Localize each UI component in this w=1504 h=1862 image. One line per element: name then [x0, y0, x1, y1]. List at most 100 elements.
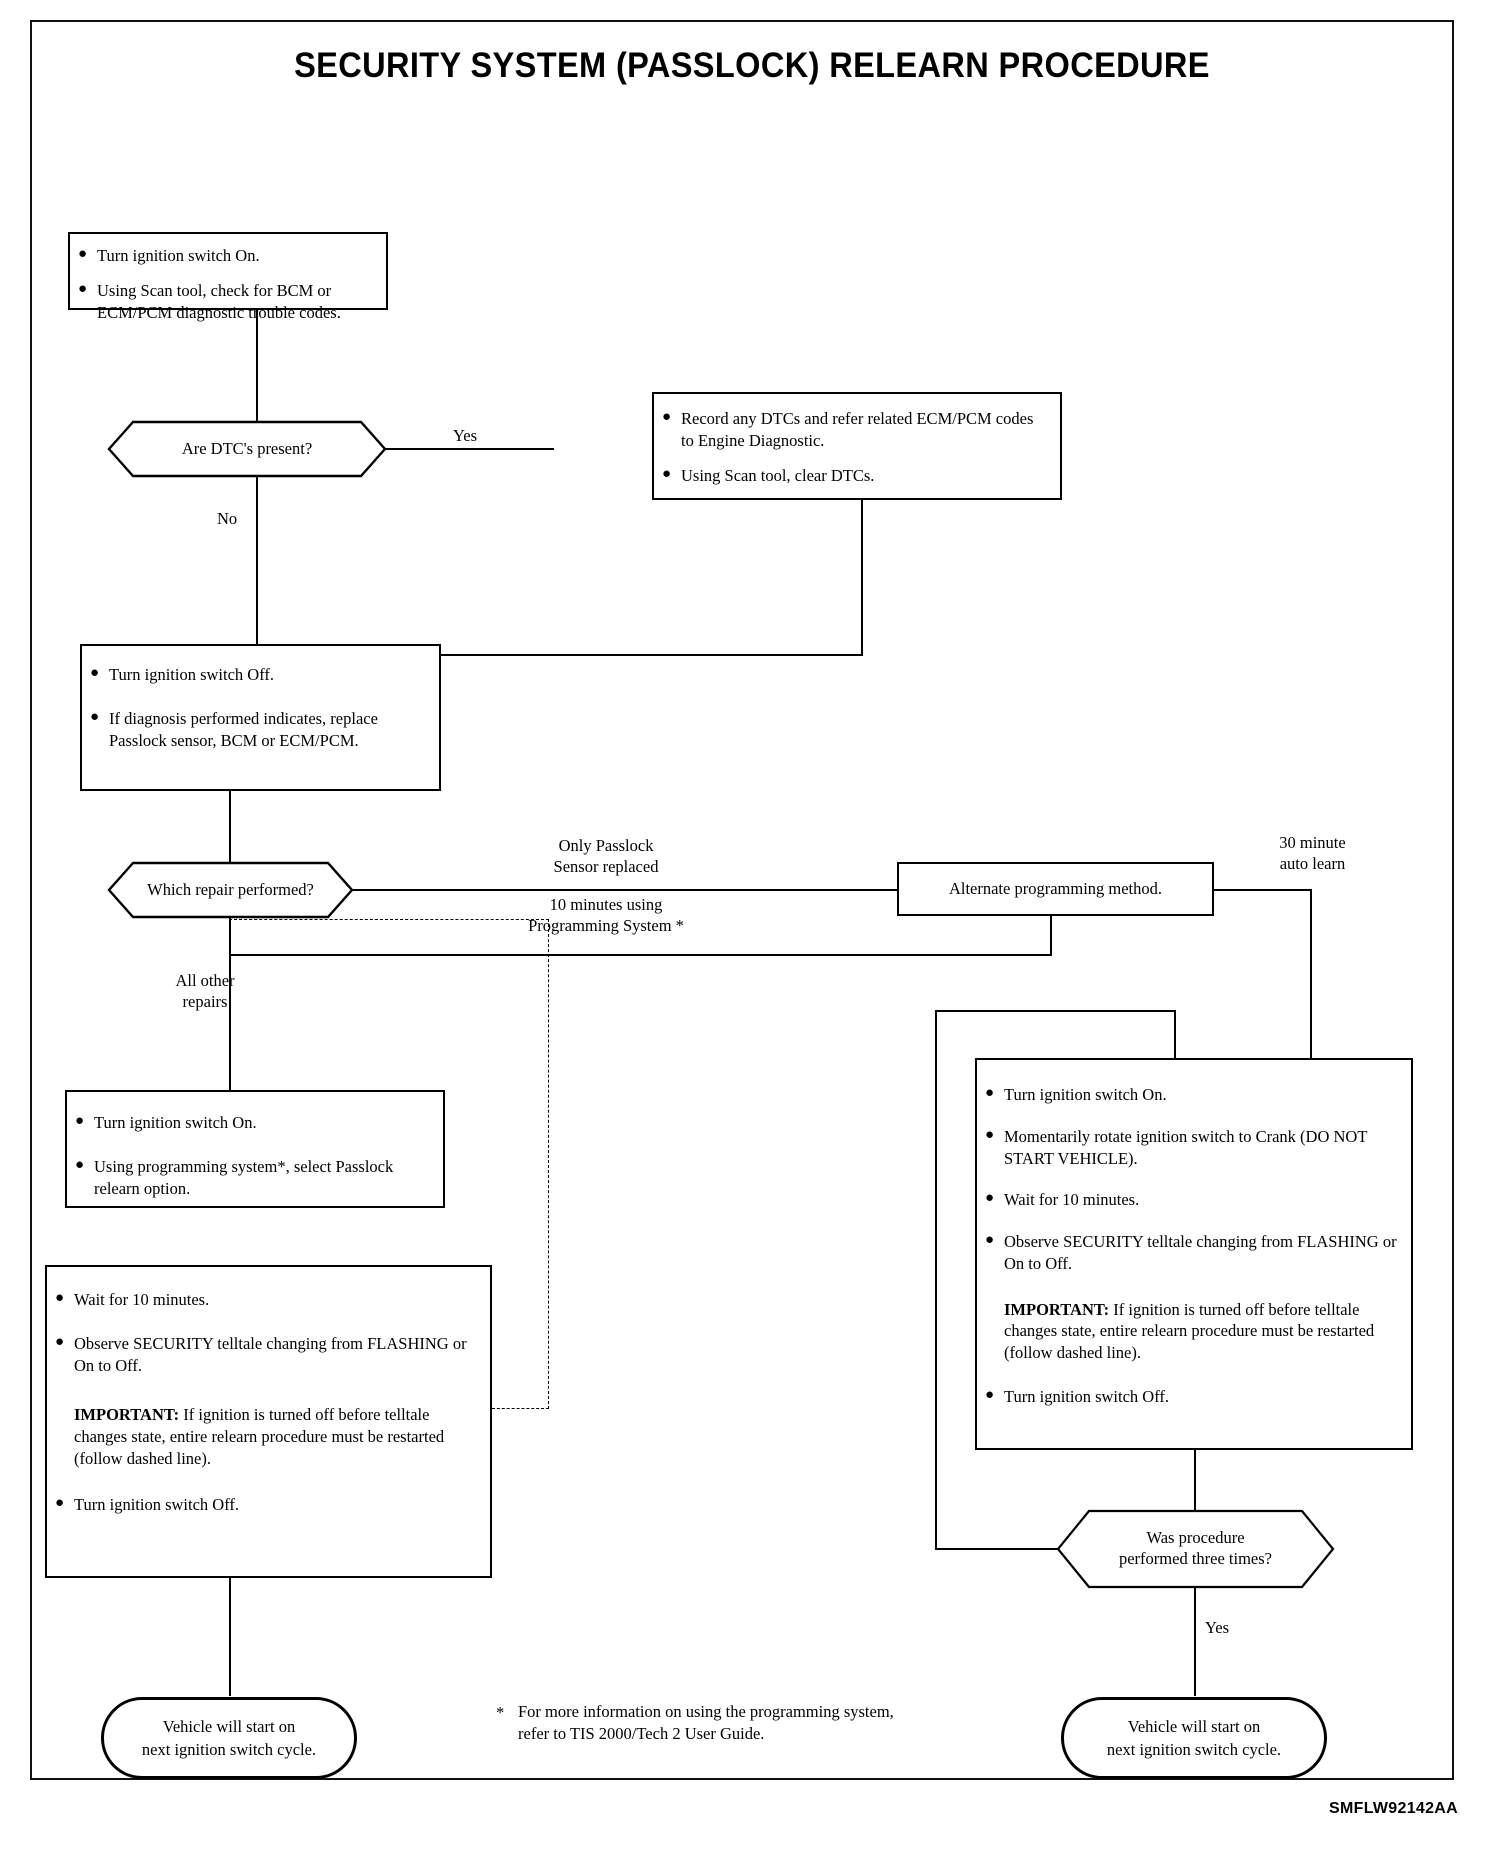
connector-record-left: [256, 654, 863, 656]
list-item: ●Turn ignition switch On.: [78, 246, 260, 265]
list-item: ●Using Scan tool, check for BCM or ECM/P…: [78, 280, 341, 322]
connector-crank-to-three-times: [1194, 1450, 1196, 1510]
three-times-line2: performed three times?: [1118, 1549, 1272, 1568]
hexagon-shape: [107, 420, 387, 478]
node-right-crank: ●Turn ignition switch On. ●Momentarily r…: [975, 1058, 1413, 1450]
node-alternate-method: Alternate programming method.: [897, 862, 1214, 916]
important-note: IMPORTANT: If ignition is turned off bef…: [977, 1299, 1397, 1364]
edge-label-all-other: All other repairs: [140, 970, 270, 1013]
node-end-right: Vehicle will start on next ignition swit…: [1061, 1697, 1327, 1779]
bullet-icon: ●: [78, 246, 88, 262]
three-times-label: Was procedure performed three times?: [1057, 1510, 1334, 1588]
connector-left-wait-to-end: [229, 1578, 231, 1696]
end-right-line1: Vehicle will start on: [1127, 1716, 1261, 1736]
end-left-line1: Vehicle will start on: [162, 1716, 296, 1736]
list-item: ●If diagnosis performed indicates, repla…: [90, 708, 378, 750]
connector-ten-minutes-h: [229, 954, 1051, 956]
figure-code: SMFLW92142AA: [1329, 1800, 1458, 1817]
list-item: ●Turn ignition switch Off.: [90, 665, 275, 684]
list-item: ●Turn ignition switch Off.: [55, 1494, 240, 1514]
edge-label-line1: All other: [175, 971, 235, 990]
bullet-icon: ●: [985, 1190, 995, 1207]
list-item: ●Wait for 10 minutes.: [55, 1290, 210, 1309]
edge-label-line2: Sensor replaced: [553, 857, 659, 877]
edge-label-ten-minutes: 10 minutes using Programming System *: [466, 894, 746, 937]
list-item: ●Record any DTCs and refer related ECM/P…: [662, 409, 1034, 450]
ignition-off-bullets: ●Turn ignition switch Off. ●If diagnosis…: [82, 664, 429, 751]
connector-three-times-no-h: [935, 1548, 1059, 1550]
bullet-icon: ●: [985, 1232, 995, 1249]
node-three-times-decision: Was procedure performed three times?: [1056, 1509, 1335, 1589]
list-item: ●Using programming system*, select Passl…: [75, 1156, 394, 1198]
bullet-icon: ●: [90, 665, 100, 681]
bullet-icon: ●: [90, 708, 100, 725]
bullet-icon: ●: [662, 409, 672, 425]
record-dtcs-bullets: ●Record any DTCs and refer related ECM/P…: [654, 408, 1050, 486]
edge-label-dtc-yes: Yes: [452, 426, 477, 445]
connector-dtc-yes: [386, 448, 554, 450]
footnote: * For more information on using the prog…: [496, 1701, 1056, 1746]
list-item: ●Wait for 10 minutes.: [985, 1190, 1140, 1210]
dtc-decision-label: Are DTC's present?: [181, 438, 313, 458]
bullet-icon: ●: [55, 1333, 65, 1350]
programming-select-bullets: ●Turn ignition switch On. ●Using program…: [67, 1112, 431, 1199]
bullet-icon: ●: [75, 1156, 85, 1173]
edge-label-three-times-yes: Yes: [1205, 1618, 1230, 1637]
connector-thirty-minute-v: [1310, 889, 1312, 1058]
connector-three-times-no-top: [935, 1010, 1175, 1012]
dashed-restart-bottom: [492, 1408, 549, 1409]
dashed-restart-top: [229, 919, 549, 920]
list-item: ●Momentarily rotate ignition switch to C…: [985, 1126, 1368, 1168]
connector-three-times-no-v: [935, 1010, 937, 1550]
end-left-line2: next ignition switch cycle.: [141, 1740, 317, 1759]
end-left-text: Vehicle will start on next ignition swit…: [142, 1715, 316, 1761]
right-crank-bullets: ●Turn ignition switch On. ●Momentarily r…: [977, 1084, 1397, 1408]
dashed-restart-right: [548, 919, 549, 1409]
footnote-line2: refer to TIS 2000/Tech 2 User Guide.: [518, 1724, 765, 1744]
page-border: [30, 20, 1454, 1780]
edge-label-line2: repairs: [182, 992, 228, 1012]
connector-thirty-minute-h: [1214, 889, 1311, 891]
asterisk-icon: *: [496, 1703, 505, 1722]
node-record-dtcs: ●Record any DTCs and refer related ECM/P…: [652, 392, 1062, 500]
start-check-bullets: ●Turn ignition switch On. ●Using Scan to…: [70, 245, 378, 323]
edge-label-line2: auto learn: [1279, 854, 1346, 874]
connector-only-passlock: [353, 889, 897, 891]
edge-label-only-passlock: Only Passlock Sensor replaced: [466, 835, 746, 878]
node-end-left: Vehicle will start on next ignition swit…: [101, 1697, 357, 1779]
connector-all-other-repairs: [229, 918, 231, 1096]
edge-label-line2: Programming System *: [528, 916, 684, 936]
important-label: IMPORTANT:: [74, 1405, 180, 1425]
bullet-icon: ●: [985, 1386, 995, 1403]
node-start-check: ●Turn ignition switch On. ●Using Scan to…: [68, 232, 388, 322]
list-item: ●Using Scan tool, clear DTCs.: [662, 465, 875, 485]
page-title: SECURITY SYSTEM (PASSLOCK) RELEARN PROCE…: [294, 46, 1210, 85]
three-times-line1: Was procedure: [1146, 1528, 1245, 1548]
end-right-text: Vehicle will start on next ignition swit…: [1107, 1715, 1281, 1761]
list-item: ●Turn ignition switch On.: [985, 1085, 1167, 1104]
connector-start-to-dtc: [256, 310, 258, 421]
node-programming-select: ●Turn ignition switch On. ●Using program…: [65, 1090, 445, 1208]
connector-dtc-no: [256, 477, 258, 655]
important-text: If ignition is turned off before telltal…: [1004, 1299, 1375, 1363]
list-item: ●Observe SECURITY telltale changing from…: [985, 1232, 1397, 1273]
alternate-method-label: Alternate programming method.: [948, 879, 1163, 899]
edge-label-line1: 10 minutes using: [549, 895, 663, 914]
repair-decision-label: Which repair performed?: [147, 879, 314, 899]
edge-label-line1: 30 minute: [1279, 833, 1346, 852]
list-item: ●Turn ignition switch Off.: [985, 1386, 1170, 1406]
hexagon-shape: [107, 861, 354, 919]
node-dtc-decision: Are DTC's present?: [107, 420, 387, 478]
bullet-icon: ●: [55, 1290, 65, 1306]
node-repair-decision: Which repair performed?: [107, 861, 354, 919]
bullet-icon: ●: [55, 1494, 65, 1511]
bullet-icon: ●: [985, 1085, 995, 1101]
edge-label-line1: Only Passlock: [558, 836, 654, 855]
edge-label-thirty-minute: 30 minute auto learn: [1230, 832, 1395, 875]
important-text: If ignition is turned off before telltal…: [74, 1405, 445, 1468]
left-wait-bullets: ●Wait for 10 minutes. ●Observe SECURITY …: [47, 1289, 476, 1515]
list-item: ●Observe SECURITY telltale changing from…: [55, 1333, 467, 1375]
bullet-icon: ●: [78, 280, 88, 297]
important-note: IMPORTANT: If ignition is turned off bef…: [47, 1404, 476, 1469]
